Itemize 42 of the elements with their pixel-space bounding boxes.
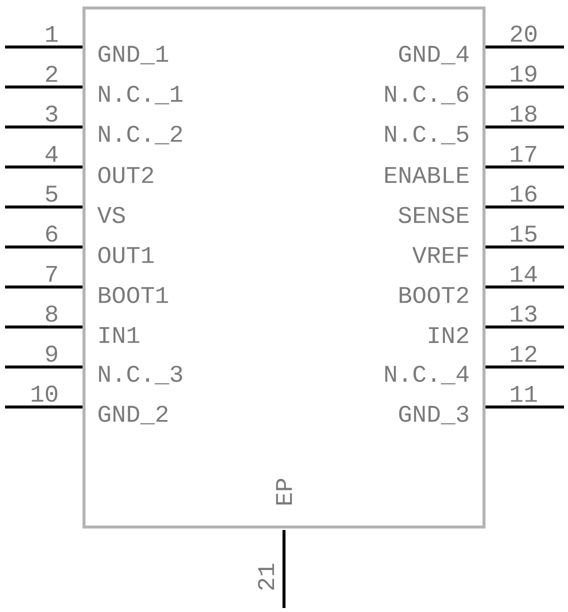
pin-name: GND_2 (98, 406, 168, 424)
pin-number: 6 (46, 226, 58, 242)
pin-number: 12 (510, 346, 536, 362)
pin-number: 16 (510, 186, 536, 202)
pin-name: BOOT2 (400, 286, 468, 304)
pin-name: IN2 (428, 326, 468, 344)
pin-name: GND_4 (399, 46, 469, 64)
pin-name: OUT1 (98, 246, 154, 264)
pin-number: 13 (510, 306, 536, 322)
pin-number: 2 (46, 66, 58, 82)
pin-name: N.C._2 (99, 126, 182, 144)
pin-number: 20 (510, 26, 537, 42)
pin-number: 15 (510, 226, 536, 242)
pin-number: 3 (46, 106, 58, 122)
pin-name: N.C._1 (99, 86, 182, 104)
pin-number: 18 (510, 106, 536, 122)
pin-name: IN1 (100, 327, 140, 343)
pin-number: 4 (46, 146, 58, 162)
pin-name: N.C._4 (385, 366, 469, 384)
pin-name: GND_1 (98, 46, 168, 64)
pin-number: 17 (510, 146, 536, 162)
pin-name: N.C._3 (99, 366, 182, 384)
pin-number: 1 (46, 26, 58, 42)
pin-name: N.C._6 (385, 86, 468, 104)
pin-name: OUT2 (98, 166, 154, 184)
pin-number: 9 (46, 346, 58, 362)
pin-name: EP (276, 478, 292, 504)
pin-name: BOOT1 (99, 286, 168, 304)
pin-number: 19 (510, 66, 536, 82)
pin-name: VS (97, 206, 125, 224)
pin-number: 8 (46, 306, 58, 322)
pin-name: SENSE (398, 206, 469, 224)
pin-name: N.C._5 (385, 126, 468, 144)
pin-number: 5 (46, 186, 58, 202)
pin-name: GND_3 (399, 406, 468, 424)
pin-number: 10 (32, 386, 58, 402)
pin-number: 7 (46, 266, 57, 282)
pin-name: VREF (412, 247, 468, 263)
pin-number: 14 (510, 266, 537, 282)
pin-number: 21 (258, 564, 274, 590)
pin-name: ENABLE (385, 167, 469, 183)
pin-number: 11 (510, 386, 537, 402)
